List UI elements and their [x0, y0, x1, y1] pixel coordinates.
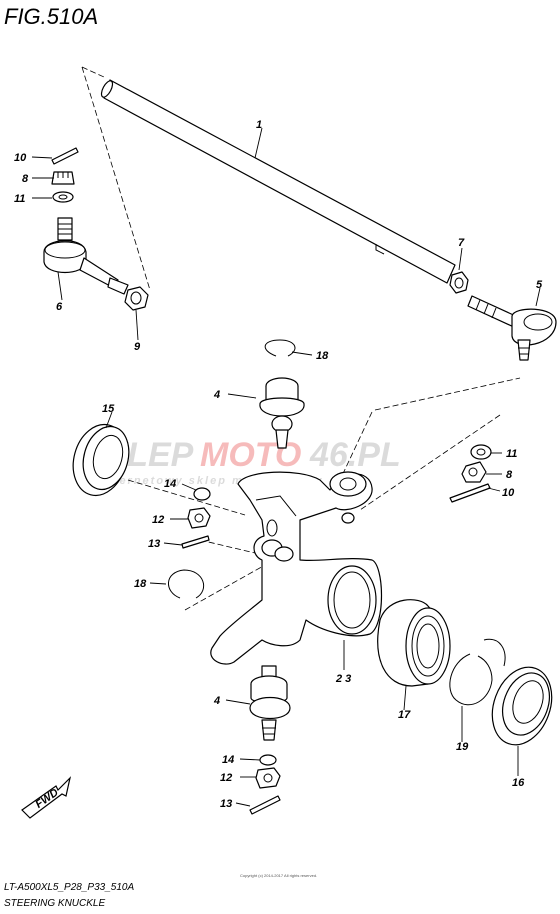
cotter-pin-part-13-lower	[249, 795, 281, 815]
callout-8-right: 8	[506, 469, 513, 481]
oil-seal-part-15	[72, 423, 130, 497]
callout-17: 17	[398, 709, 411, 721]
callout-5: 5	[536, 279, 543, 291]
callout-13-upper: 13	[148, 538, 160, 550]
castle-nut-part-8-left	[51, 171, 75, 185]
tie-rod-end-right-part-5	[467, 295, 557, 361]
guide-lines	[81, 66, 521, 611]
callout-4-lower: 4	[213, 695, 220, 707]
callout-14-upper: 14	[164, 478, 176, 490]
washer-part-11-left	[52, 191, 74, 203]
callout-labels: 1 7 5 10 8 11 6 9 18 4 15 11 8 10 14 12 …	[14, 119, 543, 810]
callout-11-right: 11	[506, 448, 517, 460]
steering-knuckle-part-2-3	[210, 471, 383, 665]
washer-part-14-lower	[259, 754, 277, 766]
cotter-pin-part-10-right	[449, 483, 491, 503]
callout-13-lower: 13	[220, 798, 232, 810]
callout-19: 19	[456, 741, 469, 753]
callout-16: 16	[512, 777, 525, 789]
callout-7: 7	[458, 237, 465, 249]
washer-part-11-right	[470, 444, 492, 460]
ball-joint-part-4-lower	[249, 665, 291, 741]
callout-2-3: 2 3	[335, 673, 351, 685]
washer-part-14-upper	[193, 487, 211, 501]
callout-8-left: 8	[22, 173, 29, 185]
ball-joint-part-4-top	[259, 377, 305, 449]
figure-title: FIG.510A	[4, 4, 98, 29]
wheel-bearing-part-17	[377, 599, 451, 687]
callout-10-left: 10	[14, 152, 27, 164]
leader-lines	[31, 127, 541, 807]
cotter-pin-part-10-left	[51, 147, 79, 165]
lock-nut-part-7	[449, 271, 469, 294]
circlip-part-18-top	[264, 339, 296, 357]
callout-12-lower: 12	[220, 772, 232, 784]
oil-seal-part-16	[491, 666, 553, 746]
snap-ring-part-19	[449, 638, 506, 706]
callout-9: 9	[134, 341, 141, 353]
fwd-arrow: FWD	[21, 776, 72, 819]
callout-18-lower: 18	[134, 578, 147, 590]
nut-part-9	[124, 286, 149, 311]
castle-nut-part-8-right	[461, 461, 487, 483]
cotter-pin-part-13-upper	[181, 535, 210, 549]
callout-12-upper: 12	[152, 514, 164, 526]
callout-4-top: 4	[213, 389, 220, 401]
callout-6: 6	[56, 301, 63, 313]
callout-11-left: 11	[14, 193, 25, 205]
footer-code: LT-A500XL5_P28_P33_510A	[4, 882, 134, 893]
callout-1: 1	[256, 119, 262, 131]
tie-rod-end-left-part-6	[43, 217, 129, 295]
callout-10-right: 10	[502, 487, 515, 499]
callout-14-lower: 14	[222, 754, 234, 766]
callout-18-top: 18	[316, 350, 329, 362]
circlip-part-18-lower	[168, 569, 205, 599]
tie-rod-part-1	[100, 79, 456, 284]
castle-nut-part-12-lower	[255, 767, 281, 789]
castle-nut-part-12-upper	[187, 507, 211, 529]
watermark-part3: 46.PL	[309, 436, 401, 474]
callout-15: 15	[102, 403, 115, 415]
footer-copyright: Copyright (c) 2014-2017 All rights reser…	[240, 873, 317, 878]
footer-name: STEERING KNUCKLE	[4, 898, 105, 909]
